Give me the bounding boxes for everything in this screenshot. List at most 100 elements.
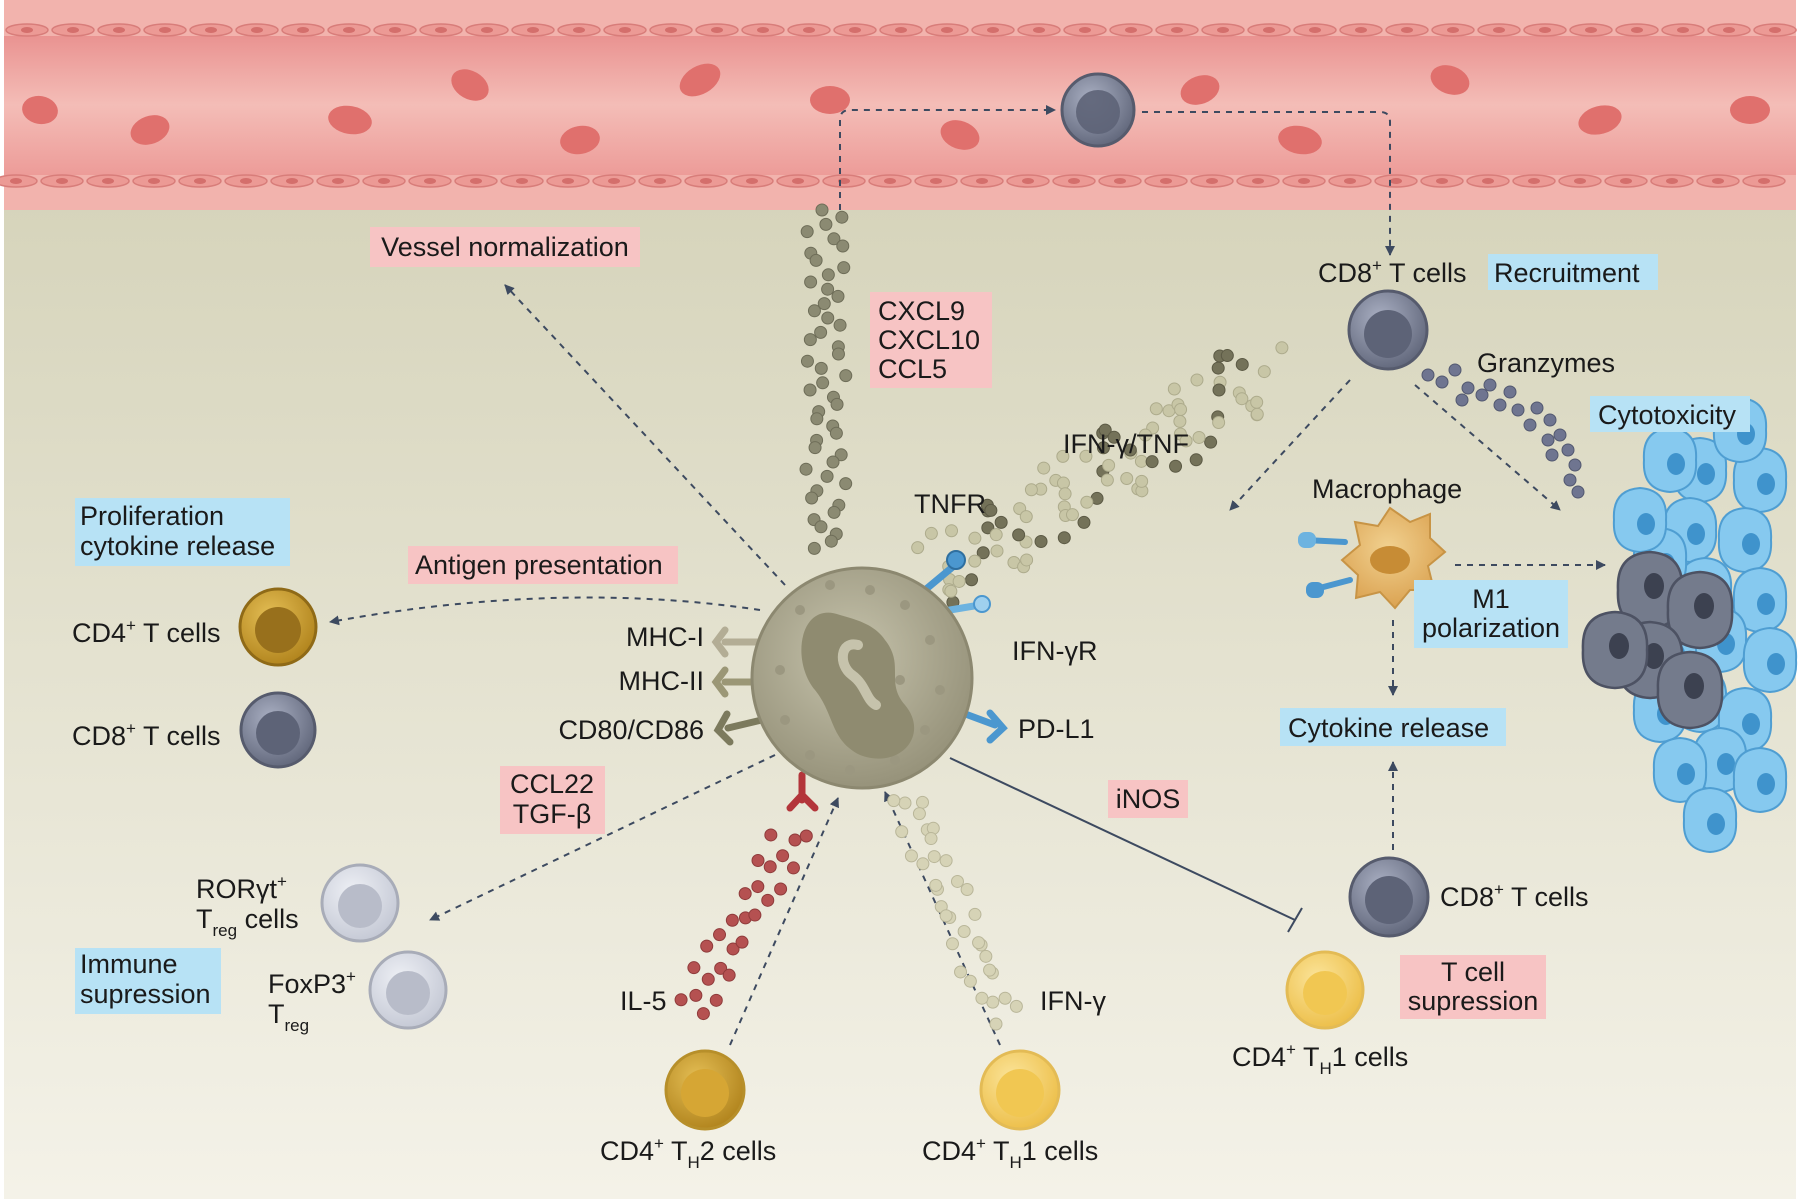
chemokine-dot: [829, 426, 843, 440]
endothelial-nucleus: [424, 178, 436, 184]
endothelial-nucleus: [573, 27, 585, 33]
ifn-tnf-dot: [1189, 453, 1203, 467]
ifn-tnf-dot: [1149, 402, 1163, 416]
inos-inhibition-line: [949, 757, 1303, 933]
ifn-tnf-dot: [1190, 373, 1204, 387]
endothelial-nucleus: [619, 27, 631, 33]
il5-dot: [763, 860, 777, 874]
ifn-tnf-dot: [1102, 458, 1116, 472]
label-cxcl9: CXCL9: [878, 296, 965, 326]
label-cd4-t-cells-left: CD4+ T cells: [72, 616, 221, 648]
red-blood-cell: [1430, 65, 1470, 95]
th2-cell-icon: [664, 1049, 746, 1131]
endothelial-nucleus: [1344, 178, 1356, 184]
label-il5: IL-5: [620, 986, 667, 1016]
ifng-dot: [968, 907, 982, 921]
chemokine-dot: [819, 217, 833, 231]
chemokine-dot: [808, 441, 822, 455]
th1-right-cell-icon: [1285, 950, 1365, 1030]
arrow-cd8-to-macrophage: [1229, 379, 1351, 511]
endothelial-nucleus: [1539, 27, 1551, 33]
label-pdl1: PD-L1: [1018, 714, 1095, 744]
granule: [865, 585, 875, 595]
granule: [900, 600, 910, 610]
endothelial-nucleus: [194, 178, 206, 184]
box-m1-polarization: [1414, 580, 1568, 648]
ifn-tnf-dot: [1204, 435, 1218, 449]
ifn-tnf-dot: [1080, 495, 1094, 509]
ifn-tnf-dot: [984, 503, 998, 517]
red-blood-cell: [130, 115, 170, 145]
foxp3-treg-cell-icon: [368, 950, 448, 1030]
red-blood-cells: [22, 63, 1770, 155]
chemokine-dot: [820, 469, 834, 483]
il5-dot: [751, 880, 765, 894]
label-polarization: polarization: [1422, 613, 1560, 643]
box-cytokine-release: [1280, 708, 1506, 746]
il5-dot: [709, 993, 723, 1007]
ifn-tnf-dot: [1098, 423, 1112, 437]
box-cytotoxicity: [1590, 396, 1750, 432]
ifn-tnf-dot: [1034, 534, 1048, 548]
granule: [935, 685, 945, 695]
granule: [895, 675, 905, 685]
chemokine-dot: [803, 333, 817, 347]
il5-dot: [700, 939, 714, 953]
ifn-tnf-dot: [1212, 416, 1226, 430]
box-chemokines: [870, 292, 992, 388]
red-blood-cell: [328, 105, 372, 135]
ifn-tnf-dot: [1065, 508, 1079, 522]
il5-dot: [689, 988, 703, 1002]
granzyme-dot: [1435, 375, 1449, 389]
chemokine-dot: [814, 361, 828, 375]
granzyme-dot: [1568, 458, 1582, 472]
ifn-tnf-dot: [989, 528, 1003, 542]
endothelial-nucleus: [1493, 27, 1505, 33]
ifn-tnf-dot: [1079, 449, 1093, 463]
macrophage-icon: [1298, 506, 1447, 610]
ifn-tnf-dot: [1056, 449, 1070, 463]
ifng-dot: [916, 857, 930, 871]
ifng-dots: [887, 794, 1023, 1031]
granzyme-dot: [1553, 428, 1567, 442]
tumor-nucleus: [1742, 533, 1760, 555]
ifn-tnf-dot: [1123, 443, 1137, 457]
granzyme-dot: [1421, 368, 1435, 382]
chemokine-dot: [821, 311, 835, 325]
endothelial-nucleus: [1401, 27, 1413, 33]
ifng-dot: [904, 849, 918, 863]
endothelial-nucleus: [1666, 178, 1678, 184]
il5-dot: [774, 882, 788, 896]
ifng-dot: [957, 925, 971, 939]
granzyme-dots: [1421, 363, 1585, 499]
ifn-tnf-dot: [1096, 441, 1110, 455]
vessel-cd8-cell-icon: [1060, 72, 1136, 148]
il5-dot: [696, 1007, 710, 1021]
label-granzymes: Granzymes: [1477, 348, 1615, 378]
il5-dot: [751, 854, 765, 868]
ifng-dot: [950, 874, 964, 888]
arrow-into-vessel: [839, 105, 1056, 210]
chemokine-dot: [831, 289, 845, 303]
neutrophil-icon: [711, 550, 1008, 812]
endothelial-nucleus: [746, 178, 758, 184]
chemokine-dot: [831, 347, 845, 361]
label-antigen-presentation: Antigen presentation: [415, 550, 663, 580]
ifng-dot: [898, 796, 912, 810]
ifn-tnf-dot: [976, 546, 990, 560]
endothelial-nucleus: [1033, 27, 1045, 33]
ifng-dot: [960, 882, 974, 896]
red-blood-cell: [22, 95, 58, 125]
label-cytokine-release: Cytokine release: [1288, 713, 1489, 743]
endothelial-nucleus: [803, 27, 815, 33]
granule: [925, 635, 935, 645]
ifn-tnf-dot: [1037, 461, 1051, 475]
endothelial-nucleus: [481, 27, 493, 33]
label-macrophage: Macrophage: [1312, 474, 1462, 504]
endothelial-nucleus: [1160, 178, 1172, 184]
label-cd8-t-cells-right: CD8+ T cells: [1440, 880, 1589, 912]
ifng-dot: [972, 936, 986, 950]
endothelial-nucleus: [205, 27, 217, 33]
endothelial-nucleus: [987, 27, 999, 33]
